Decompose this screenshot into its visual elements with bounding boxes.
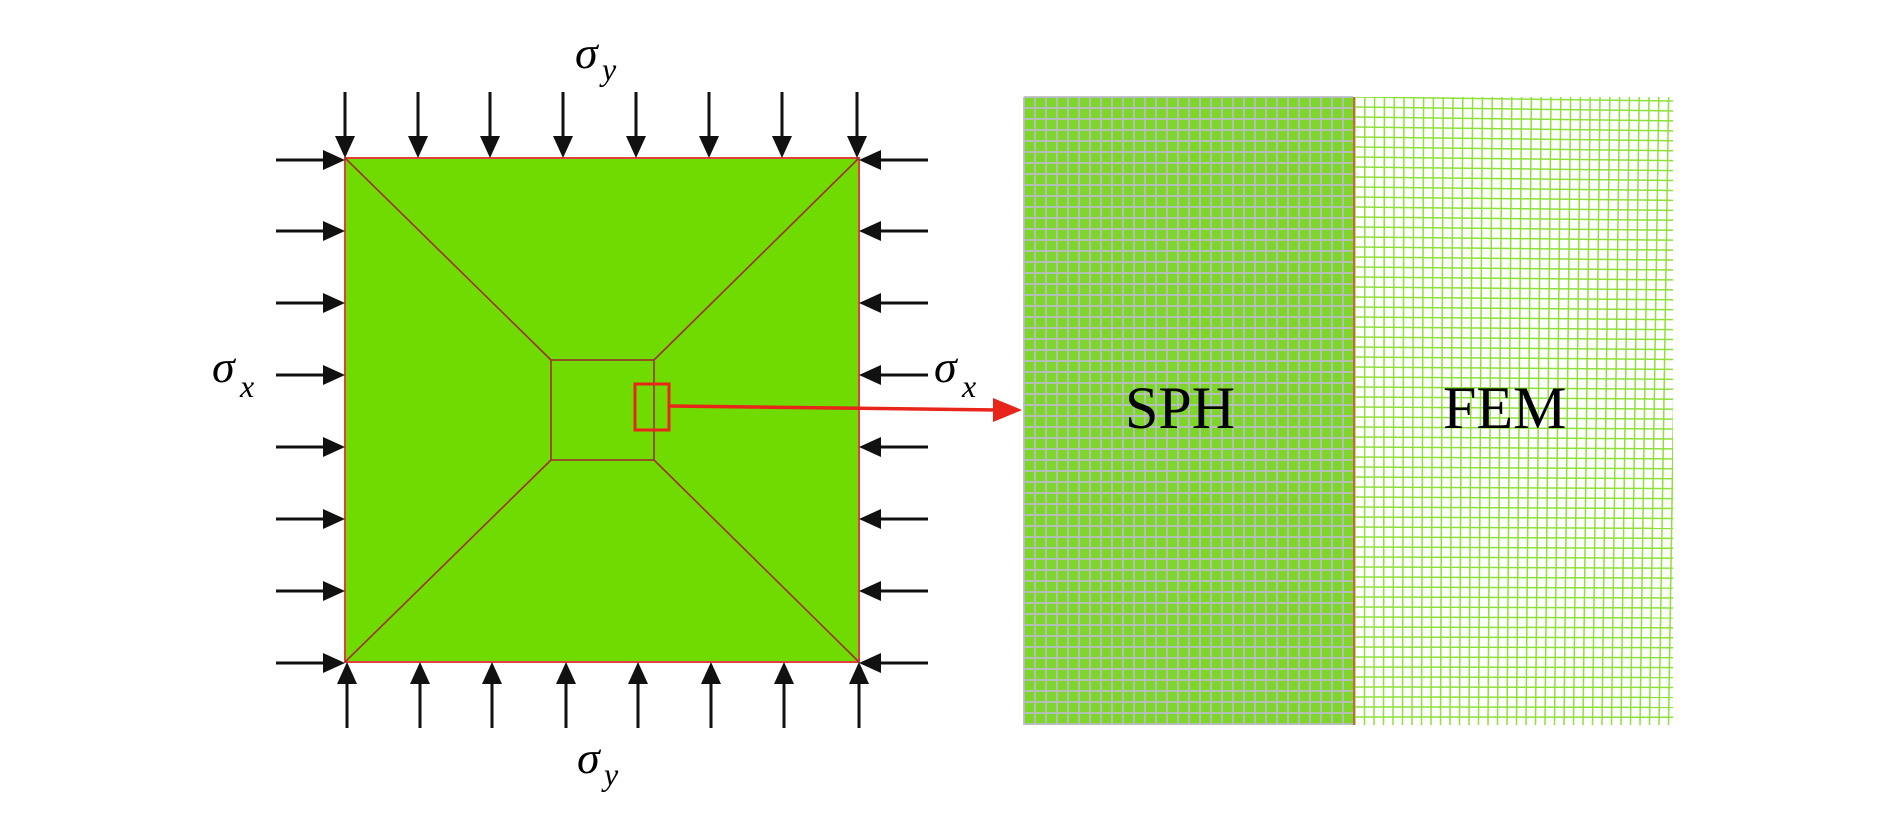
arrow-icon — [859, 653, 928, 673]
diagonal-top-left — [344, 157, 552, 361]
arrow-icon — [859, 365, 928, 385]
arrow-icon — [276, 150, 345, 170]
plate-diagram — [276, 92, 1022, 728]
arrow-icon — [410, 662, 430, 728]
label-sigma-y-bottom: σ y — [577, 732, 619, 792]
arrow-icon — [626, 92, 646, 158]
center-region — [550, 359, 655, 461]
arrow-icon — [553, 92, 573, 158]
arrow-icon — [482, 662, 502, 728]
arrow-icon — [859, 150, 928, 170]
arrow-icon — [699, 92, 719, 158]
arrow-icon — [556, 662, 576, 728]
arrow-icon — [335, 92, 355, 158]
arrow-icon — [859, 509, 928, 529]
arrow-icon — [337, 662, 357, 728]
arrow-icon — [276, 221, 345, 241]
arrow-icon — [774, 662, 794, 728]
arrow-icon — [276, 437, 345, 457]
fem-mesh-grid — [1354, 97, 1673, 725]
svg-text:σ: σ — [934, 341, 959, 392]
diagonal-top-right — [653, 157, 860, 361]
arrow-icon — [859, 437, 928, 457]
arrow-icon — [408, 92, 428, 158]
svg-text:y: y — [599, 51, 617, 87]
zoom-arrow-icon — [668, 398, 1022, 422]
diagonal-bottom-left — [344, 459, 552, 663]
arrow-icon — [859, 581, 928, 601]
arrow-icon — [276, 293, 345, 313]
sph-label: SPH — [1125, 375, 1235, 441]
svg-text:x: x — [961, 368, 976, 404]
sph-particle-grid — [1023, 96, 1353, 725]
arrow-icon — [276, 509, 345, 529]
arrow-icon — [772, 92, 792, 158]
svg-text:σ: σ — [212, 341, 237, 392]
fem-label: FEM — [1443, 375, 1566, 441]
label-sigma-y-top: σ y — [575, 27, 617, 87]
arrow-icon — [480, 92, 500, 158]
arrow-icon — [276, 653, 345, 673]
svg-text:x: x — [239, 368, 254, 404]
svg-text:y: y — [601, 756, 619, 792]
arrow-icon — [859, 293, 928, 313]
arrow-icon — [276, 365, 345, 385]
diagonal-bottom-right — [653, 459, 860, 663]
arrow-icon — [701, 662, 721, 728]
arrow-icon — [628, 662, 648, 728]
arrow-icon — [276, 581, 345, 601]
label-sigma-x-left: σ x — [212, 341, 254, 404]
label-sigma-x-right: σ x — [934, 341, 976, 404]
svg-text:σ: σ — [577, 732, 602, 783]
load-arrows — [276, 92, 928, 728]
fem-region — [1353, 97, 1673, 725]
arrow-icon — [859, 221, 928, 241]
svg-text:σ: σ — [575, 27, 600, 78]
arrow-icon — [849, 662, 869, 728]
plate-partition-lines — [344, 157, 860, 663]
mesh-zoom-view: SPH FEM — [1023, 96, 1673, 725]
arrow-icon — [847, 92, 867, 158]
